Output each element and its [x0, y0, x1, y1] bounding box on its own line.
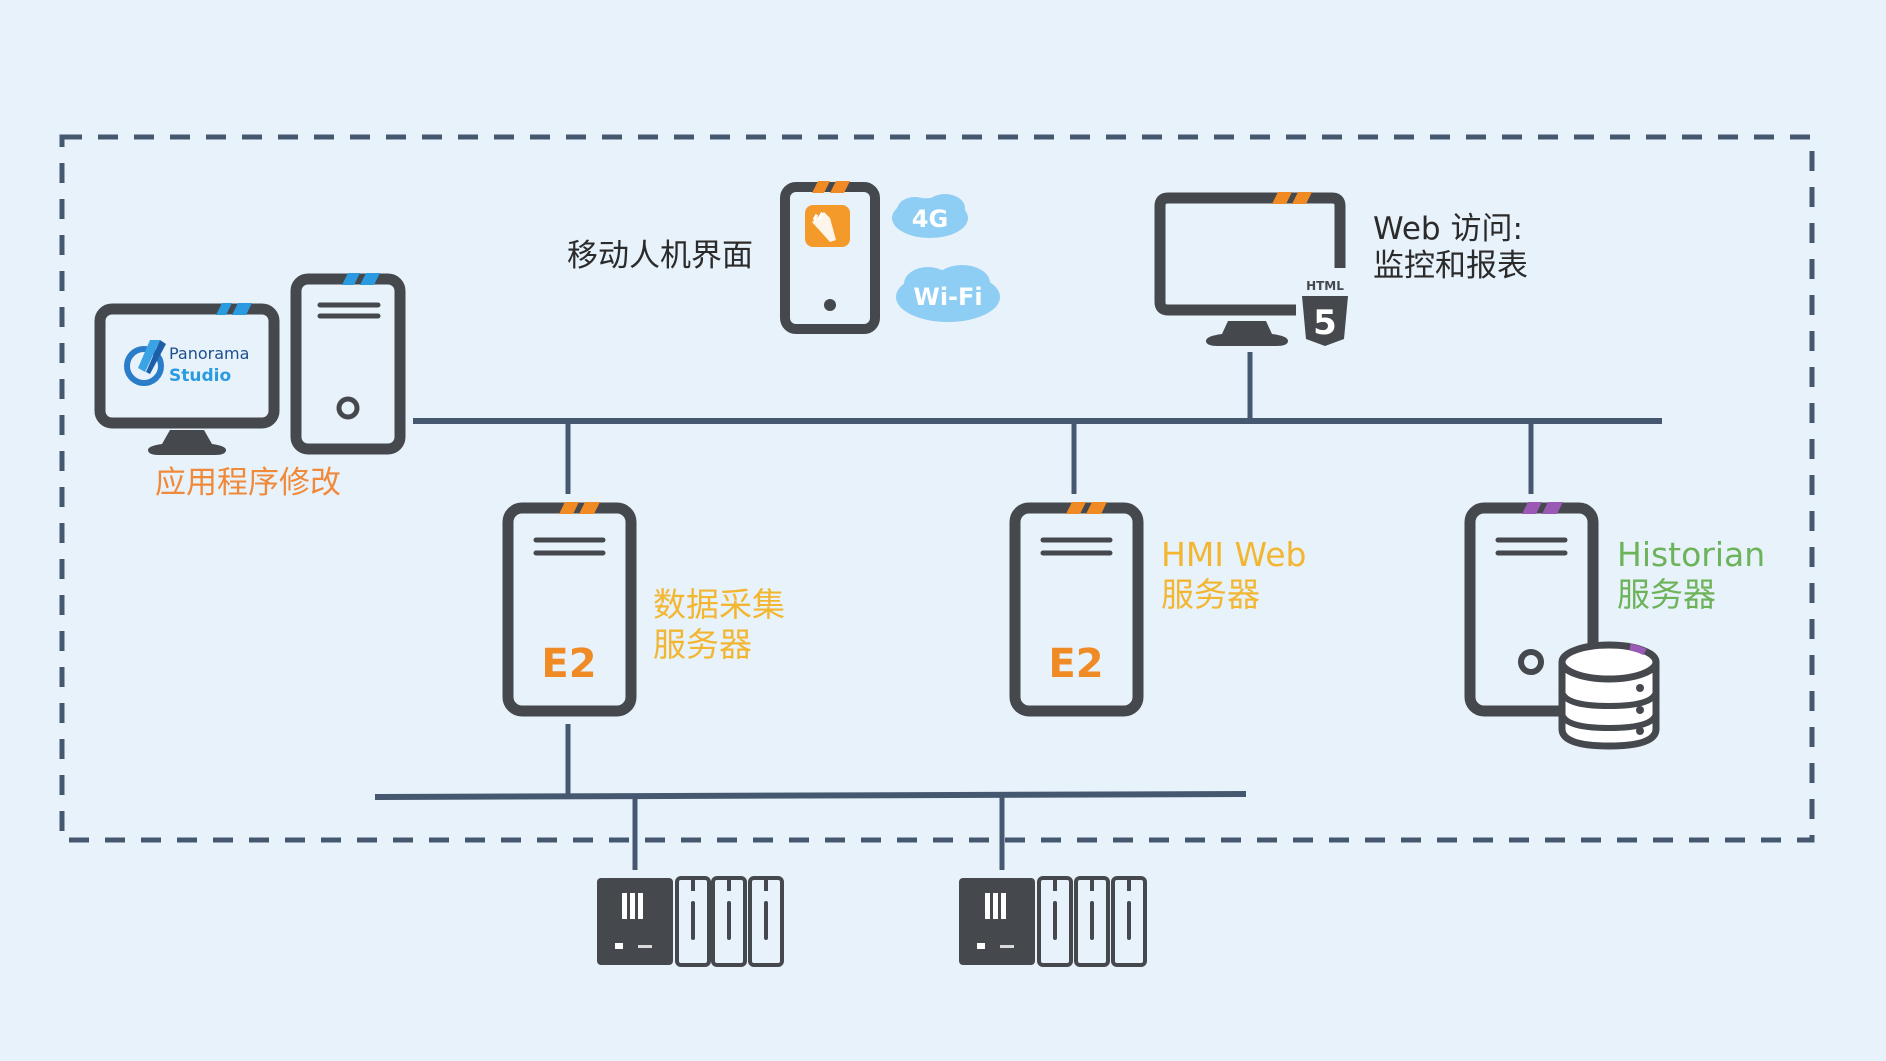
- web-access-label: Web 访问: 监控和报表: [1373, 211, 1528, 285]
- lower-network-bus: [374, 791, 1247, 800]
- hmi-web-server-label: HMI Web 服务器: [1161, 535, 1306, 614]
- network-zone-boundary: [59, 134, 1815, 843]
- acquisition-server-icon: E2: [502, 502, 637, 717]
- historian-server-label-line2: 服务器: [1617, 574, 1716, 614]
- html5-badge-icon: HTML 5: [1302, 279, 1348, 346]
- acquisition-server-label-line2: 服务器: [653, 624, 752, 664]
- logo-text-studio: Studio: [169, 366, 231, 386]
- studio-label: 应用程序修改: [155, 465, 341, 501]
- web-access-label-line2: 监控和报表: [1373, 248, 1528, 285]
- monitor-icon: [1154, 192, 1346, 346]
- logo-text-panorama: Panorama: [169, 344, 249, 363]
- cloud-wifi-label: Wi-Fi: [913, 283, 982, 311]
- mobile-hmi-label: 移动人机界面: [567, 238, 753, 274]
- html5-badge-text: HTML: [1306, 279, 1344, 293]
- cloud-4g-label: 4G: [912, 205, 948, 233]
- historian-server-label-line1: Historian: [1617, 535, 1766, 574]
- server-database-icon: [1464, 502, 1660, 750]
- acquisition-server-label: 数据采集 服务器: [653, 585, 785, 664]
- desktop-workstation-icon: Panorama Studio: [94, 273, 406, 455]
- plc-rack-icon: [597, 876, 784, 967]
- hmi-web-server-icon: E2: [1009, 502, 1144, 717]
- acquisition-server-label-line1: 数据采集: [653, 585, 785, 624]
- html5-badge-number: 5: [1313, 303, 1337, 343]
- smartphone-icon: [780, 181, 880, 334]
- cloud-4g-icon: 4G: [892, 194, 968, 238]
- panorama-studio-logo: Panorama Studio: [124, 340, 249, 386]
- plc-rack-icon: [959, 876, 1147, 967]
- hmi-web-server-label-line2: 服务器: [1161, 574, 1260, 614]
- historian-server-label: Historian 服务器: [1617, 535, 1765, 614]
- database-cylinder-icon: [1558, 641, 1660, 750]
- hmi-web-server-label-line1: HMI Web: [1161, 535, 1307, 574]
- web-access-label-line1: Web 访问:: [1373, 211, 1523, 247]
- cloud-wifi-icon: Wi-Fi: [896, 265, 1000, 322]
- panorama-app-icon: [805, 205, 850, 247]
- e2-badge: E2: [1048, 641, 1103, 687]
- e2-badge: E2: [541, 641, 596, 687]
